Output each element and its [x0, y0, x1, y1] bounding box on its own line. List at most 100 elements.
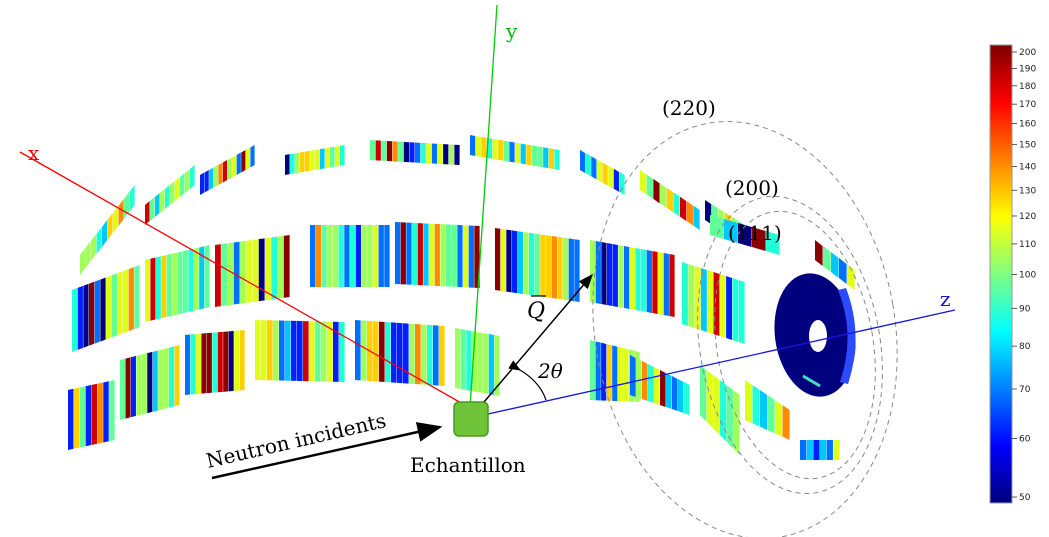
detector-strip	[529, 232, 535, 296]
colorbar-ticks: 2001901801701601501401301201101009080706…	[1012, 48, 1036, 503]
detector-strip	[175, 177, 180, 201]
detector-strip	[629, 247, 635, 310]
detector-strip	[646, 250, 652, 313]
detector-strip	[193, 247, 199, 311]
detector-strip	[222, 160, 228, 183]
detector-strip	[738, 280, 745, 344]
detector-strip	[406, 222, 412, 285]
colorbar-tick-label: 180	[1019, 82, 1036, 92]
detector-strip	[321, 321, 327, 382]
detector-strip	[635, 248, 641, 311]
detector-strip	[409, 323, 415, 384]
detector-strip	[483, 333, 489, 394]
detector-strip	[641, 249, 647, 312]
detector-strip	[161, 255, 167, 319]
detector-strip	[327, 225, 333, 287]
detector-strip	[245, 147, 251, 170]
detector-strip	[666, 373, 672, 409]
detector-strip	[517, 231, 523, 294]
detector-strip	[291, 320, 297, 381]
x-axis	[19, 151, 471, 409]
detector-strip	[724, 219, 738, 243]
detector-strip	[134, 265, 140, 330]
detector-strip	[152, 350, 158, 412]
detector-strip	[212, 332, 218, 393]
detector-strip	[165, 185, 170, 209]
detector-strip	[470, 135, 476, 156]
detector-strip	[568, 238, 574, 302]
detector-strip	[128, 267, 134, 332]
detector-strip	[760, 390, 768, 430]
detector-strip	[498, 139, 504, 161]
detector-strip	[623, 348, 629, 402]
ring-111	[714, 210, 876, 480]
detector-strip	[678, 379, 684, 413]
detector-strip	[693, 205, 700, 230]
detector-strip	[217, 331, 223, 393]
detector-strip	[680, 196, 687, 222]
detector-strip	[350, 225, 356, 287]
detector-strip	[327, 321, 333, 382]
detector-strip	[475, 135, 481, 157]
detector-strip	[607, 243, 613, 306]
detector-strip	[477, 332, 483, 393]
detector-strip	[201, 333, 207, 394]
detector-strip	[373, 321, 379, 382]
detector-strip	[188, 248, 194, 312]
detector-strip	[109, 380, 115, 442]
x-axis-label: x	[28, 141, 40, 165]
colorbar-tick-label: 90	[1019, 304, 1031, 314]
detector-strip	[273, 320, 279, 381]
detector-strip	[85, 385, 92, 447]
colorbar-tick-label: 70	[1019, 385, 1031, 395]
detector-strip	[89, 281, 95, 346]
colorbar-tick-label: 190	[1019, 64, 1036, 74]
detector-strip	[297, 320, 303, 382]
detector-strip	[400, 222, 406, 285]
detector-strip	[546, 235, 552, 298]
detector-strip	[492, 138, 498, 160]
detector-strip	[403, 323, 409, 384]
detector-strip	[227, 242, 234, 306]
detector-strip	[580, 150, 586, 174]
detector-strip	[767, 395, 775, 434]
detector-strip	[660, 370, 666, 407]
y-axis-label: y	[505, 19, 518, 43]
detector-strip	[839, 258, 847, 284]
y-axis	[469, 4, 498, 409]
detector-strip	[320, 148, 325, 170]
detector-strip	[494, 335, 500, 396]
detector-strip	[338, 225, 344, 287]
detector-strip	[591, 156, 597, 180]
detector-strip	[97, 382, 103, 444]
detector-strip	[80, 248, 86, 275]
detector-strip	[612, 345, 618, 402]
detector-strip	[601, 342, 607, 401]
detector-strip	[551, 236, 557, 299]
detector-strip	[321, 225, 327, 287]
detector-strip	[601, 242, 607, 305]
detector-strip	[150, 257, 156, 321]
detector-strip	[509, 141, 515, 163]
detector-strip	[398, 141, 404, 162]
detector-strip	[506, 229, 512, 293]
detector-strip	[823, 246, 831, 272]
detector-strip	[303, 321, 309, 382]
detector-strip	[185, 169, 190, 193]
detector-strip	[646, 174, 653, 199]
detector-strip	[481, 136, 487, 158]
detector-strip	[221, 243, 228, 307]
detector-strip	[120, 358, 126, 420]
detector-strip	[636, 358, 642, 399]
detector-strip	[705, 200, 712, 225]
detector-strip	[608, 165, 614, 189]
detector-strip	[446, 224, 452, 287]
detector-strip	[141, 353, 147, 415]
detector-strip	[335, 145, 340, 167]
detector-strip	[617, 346, 623, 402]
detector-strip	[426, 143, 432, 164]
detector-strip	[177, 251, 183, 315]
detector-strip	[309, 321, 315, 382]
detector-strip	[434, 223, 440, 287]
detector-strip	[440, 224, 446, 287]
